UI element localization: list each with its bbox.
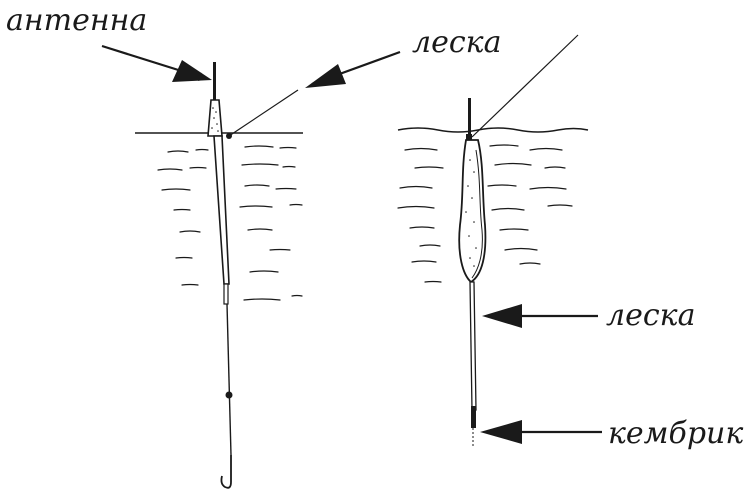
right-float-stipple — [465, 159, 477, 267]
cambric-tube — [471, 406, 476, 428]
right-float-group — [397, 34, 602, 448]
left-float-group — [101, 44, 401, 489]
arrow-line-top-head — [305, 64, 346, 88]
left-fishing-line-up — [228, 89, 299, 137]
left-float-keel — [213, 135, 230, 285]
right-float-antenna — [468, 98, 471, 140]
arrow-line-side-head — [482, 304, 522, 328]
label-antenna: антенна — [6, 3, 147, 38]
left-hook — [220, 455, 232, 489]
label-line-top: леска — [412, 25, 501, 60]
right-float-top-eyelet — [466, 134, 472, 140]
arrow-cambric-head — [480, 420, 522, 444]
left-line-connector — [223, 283, 229, 305]
label-line-side: леска — [606, 298, 695, 333]
water-ripples-left — [157, 145, 303, 301]
label-cambric: кембрик — [608, 416, 743, 451]
left-float-top-body — [207, 99, 223, 137]
right-float-body — [458, 139, 487, 284]
right-fishing-line-up — [471, 34, 579, 138]
left-sinker-weight — [225, 391, 233, 399]
right-float-shading — [471, 149, 483, 279]
arrow-antenna-head — [172, 60, 212, 82]
water-ripples-right — [397, 144, 573, 283]
left-fishing-line-down — [226, 303, 232, 456]
water-surface-right — [397, 127, 589, 133]
left-float-antenna — [213, 62, 216, 100]
left-float-stipple — [211, 107, 219, 132]
right-float-tail — [469, 281, 477, 411]
